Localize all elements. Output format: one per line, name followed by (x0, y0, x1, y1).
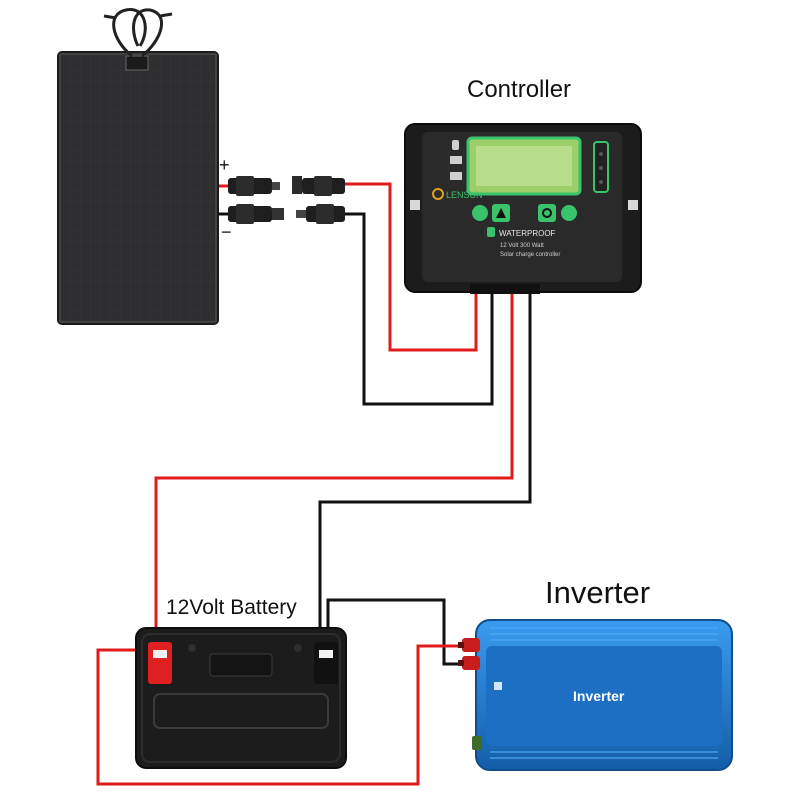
controller-rating-text: 12 Volt 300 Watt (500, 243, 544, 249)
controller-label: Controller (467, 76, 572, 103)
inverter-body-label: Inverter (573, 688, 625, 704)
inverter-ground-terminal (472, 736, 482, 750)
inverter-input-terminals (458, 638, 480, 670)
wire-battery-to-inverter-positive (96, 644, 462, 786)
controller-brand: LENSUN (446, 190, 483, 200)
wire-controller-to-battery-positive (154, 290, 514, 646)
solar-panel (57, 8, 219, 325)
controller-description-text: Solar charge controller (500, 252, 560, 258)
positive-polarity-label: + (219, 155, 230, 175)
controller-settings-button[interactable] (538, 204, 556, 222)
controller-menu-button[interactable] (472, 205, 488, 221)
battery (135, 627, 347, 769)
connector-negative-female (228, 204, 284, 224)
inverter-label: Inverter (545, 575, 651, 610)
wires (96, 182, 532, 786)
battery-positive-terminal (148, 642, 172, 684)
charge-controller: LENSUN WATERPROOF 12 Volt 300 Watt Solar… (404, 123, 642, 294)
wire-battery-to-inverter-negative (326, 598, 462, 666)
connector-positive-female (292, 176, 345, 196)
panel-cable-coil (103, 8, 173, 58)
inverter-info-icon (494, 682, 502, 690)
connector-negative-male (296, 204, 345, 224)
battery-status-icon (450, 172, 462, 180)
lensun-logo-icon (432, 188, 444, 200)
battery-label: 12Volt Battery (166, 596, 297, 619)
battery-negative-terminal (314, 642, 338, 684)
wire-panel-negative-to-controller (345, 212, 494, 406)
bluetooth-icon (452, 140, 459, 150)
negative-polarity-label: − (221, 222, 232, 242)
connector-positive-male (228, 176, 280, 196)
waterproof-icon (487, 227, 495, 237)
wire-controller-to-battery-negative (318, 290, 532, 650)
up-arrow-icon (496, 208, 506, 218)
panel-status-icon (450, 156, 462, 164)
inverter: Inverter (458, 619, 733, 771)
controller-load-button[interactable] (561, 205, 577, 221)
controller-waterproof-text: WATERPROOF (499, 229, 556, 238)
mc4-connectors (228, 176, 345, 224)
gear-icon (542, 208, 552, 218)
wire-panel-positive-to-controller (345, 182, 478, 352)
